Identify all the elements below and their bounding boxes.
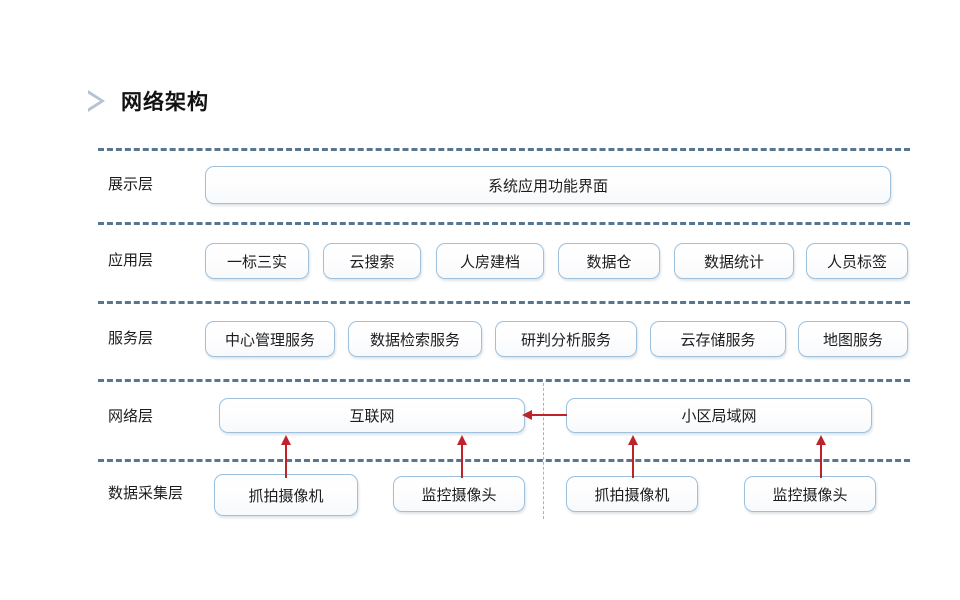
box-surveillance-camera-left[interactable]: 监控摄像头 [393, 476, 525, 512]
page-title: 网络架构 [87, 84, 209, 118]
layer-label-presentation: 展示层 [108, 176, 154, 193]
separator-above-application [98, 222, 910, 225]
box-yibiao-sanshi[interactable]: 一标三实 [205, 243, 309, 279]
layer-label-data-collection: 数据采集层 [108, 485, 184, 502]
box-cloud-storage-service[interactable]: 云存储服务 [650, 321, 786, 357]
box-data-retrieval-service[interactable]: 数据检索服务 [348, 321, 482, 357]
layer-label-application: 应用层 [108, 252, 154, 269]
box-surveillance-camera-right[interactable]: 监控摄像头 [744, 476, 876, 512]
layer-label-service: 服务层 [108, 330, 154, 347]
arrow-capture-camera-right-to-lan [628, 435, 638, 478]
box-center-management-service[interactable]: 中心管理服务 [205, 321, 335, 357]
box-data-warehouse[interactable]: 数据仓 [558, 243, 660, 279]
network-domain-divider [543, 383, 544, 519]
arrow-lan-to-internet [522, 410, 567, 420]
box-capture-camera-right[interactable]: 抓拍摄像机 [566, 476, 698, 512]
box-data-statistics[interactable]: 数据统计 [674, 243, 794, 279]
separator-above-service [98, 301, 910, 304]
separator-above-presentation [98, 148, 910, 151]
box-analysis-judgement-service[interactable]: 研判分析服务 [495, 321, 637, 357]
arrow-surveillance-camera-right-to-lan [816, 435, 826, 478]
box-cloud-search[interactable]: 云搜索 [323, 243, 421, 279]
box-person-tag[interactable]: 人员标签 [806, 243, 908, 279]
arrow-capture-camera-left-to-internet [281, 435, 291, 478]
arrow-surveillance-camera-left-to-internet [457, 435, 467, 478]
triangle-right-icon [87, 90, 105, 112]
box-map-service[interactable]: 地图服务 [798, 321, 908, 357]
separator-above-network [98, 379, 910, 382]
box-system-application-ui[interactable]: 系统应用功能界面 [205, 166, 891, 204]
box-person-house-record[interactable]: 人房建档 [436, 243, 544, 279]
box-community-lan[interactable]: 小区局域网 [566, 398, 872, 433]
layer-label-network: 网络层 [108, 408, 154, 425]
separator-above-data-collection [98, 459, 910, 462]
box-internet[interactable]: 互联网 [219, 398, 525, 433]
page-title-text: 网络架构 [121, 91, 209, 114]
box-capture-camera-left[interactable]: 抓拍摄像机 [214, 474, 358, 516]
